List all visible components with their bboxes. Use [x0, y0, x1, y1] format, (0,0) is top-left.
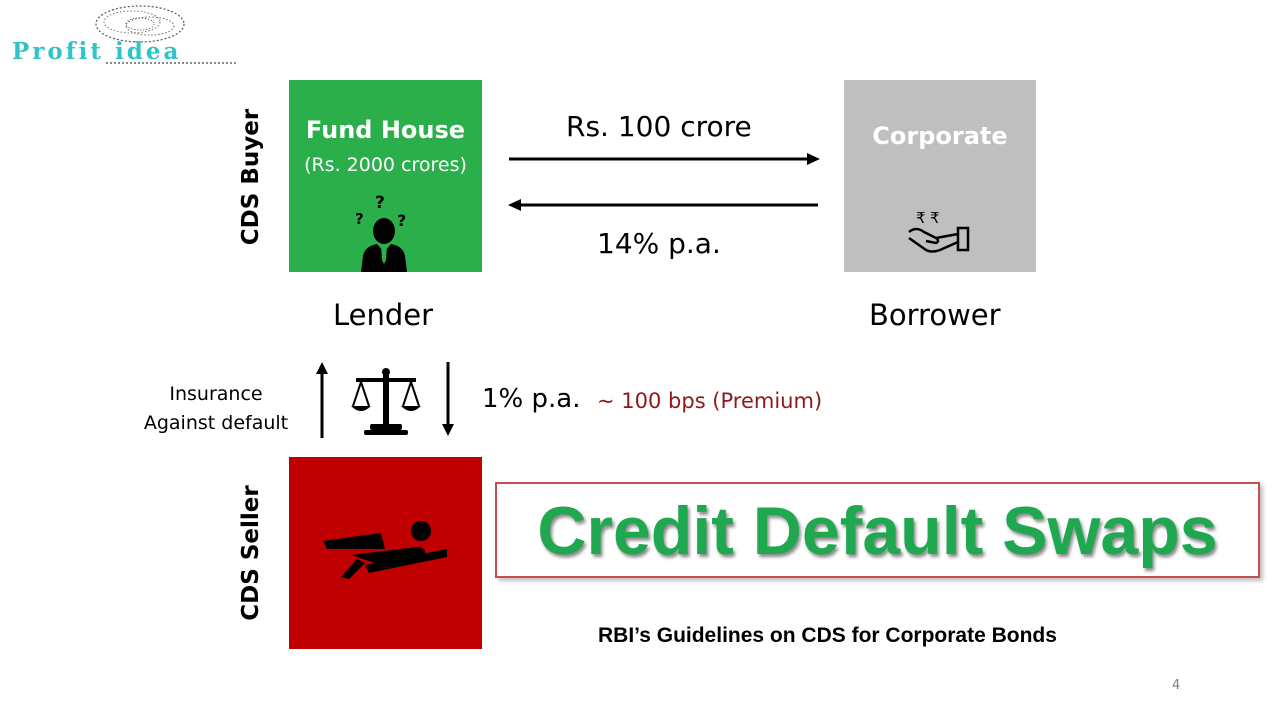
svg-text:?: ? [355, 210, 364, 228]
insurance-label: Insurance Against default [140, 380, 292, 438]
confused-person-icon: ? ? ? [355, 193, 407, 272]
corporate-title: Corporate [872, 122, 1008, 150]
profit-idea-logo: Profit idea [10, 4, 250, 70]
fund-house-box: Fund House (Rs. 2000 crores) ? ? ? [289, 80, 482, 272]
main-title: Credit Default Swaps [537, 493, 1218, 569]
svg-text:?: ? [375, 193, 385, 213]
insurance-line-1: Insurance [169, 383, 263, 405]
insurance-line-2: Against default [143, 412, 289, 434]
borrower-label: Borrower [869, 298, 1001, 332]
page-number: 4 [1172, 678, 1181, 693]
cds-seller-label: CDS Seller [238, 485, 264, 621]
fallen-person-icon [323, 521, 447, 579]
svg-text:₹: ₹ [916, 209, 926, 227]
loan-amount-label: Rs. 100 crore [566, 110, 752, 143]
svg-text:₹: ₹ [930, 209, 940, 227]
rupee-hand-icon: ₹ ₹ [908, 209, 970, 253]
interest-arrow-left [508, 199, 818, 211]
cds-seller-box [289, 457, 482, 649]
premium-arrow-down [442, 362, 454, 436]
brain-cloud-icon [95, 5, 185, 43]
subtitle: RBI’s Guidelines on CDS for Corporate Bo… [598, 624, 1057, 647]
interest-rate-label: 14% p.a. [597, 227, 721, 260]
title-box: Credit Default Swaps [495, 482, 1260, 578]
loan-arrow-right [509, 153, 820, 165]
logo-text: Profit idea [12, 38, 182, 65]
corporate-box: Corporate ₹ ₹ [844, 80, 1036, 272]
logo-tagline-line [106, 62, 236, 68]
premium-rate-label: 1% p.a. [482, 384, 581, 414]
insurance-arrow-up [316, 362, 328, 438]
premium-bps-note: ~ 100 bps (Premium) [597, 389, 823, 413]
lender-label: Lender [333, 298, 434, 332]
fund-house-title: Fund House [305, 116, 466, 144]
balance-scale-icon [351, 368, 421, 435]
svg-text:?: ? [397, 211, 406, 230]
cds-buyer-label: CDS Buyer [238, 108, 264, 246]
fund-house-size: (Rs. 2000 crores) [304, 154, 467, 176]
